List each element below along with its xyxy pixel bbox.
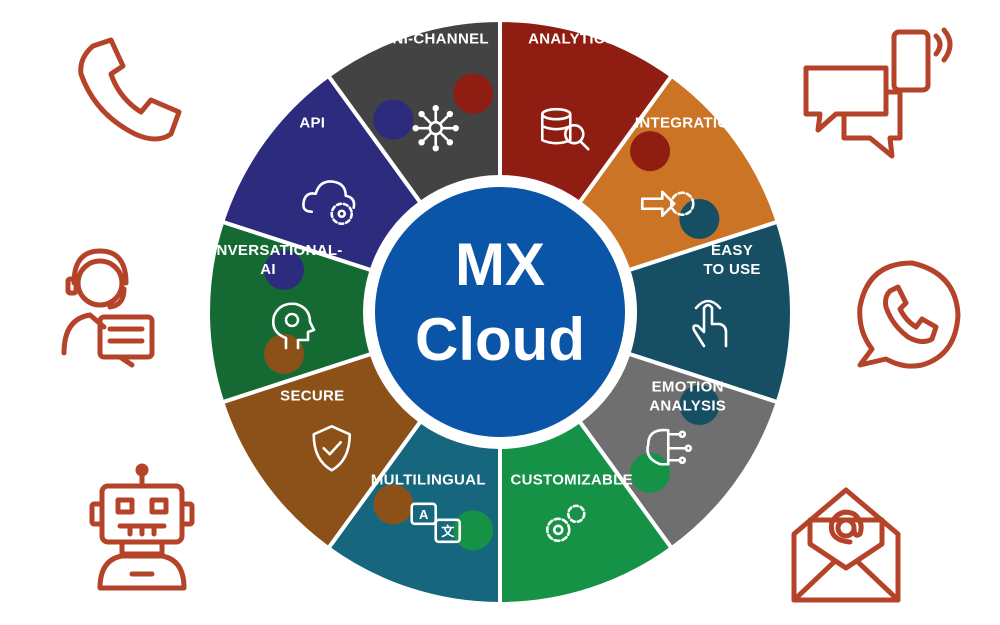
puzzle-knob xyxy=(453,510,494,551)
svg-text:文: 文 xyxy=(441,524,455,539)
whatsapp-icon xyxy=(857,260,961,369)
center-circle: MX Cloud xyxy=(368,180,632,444)
segment-label-customizable: CUSTOMIZABLE xyxy=(510,472,633,489)
segment-label-conversational-ai: CONVERSATIONAL-AI xyxy=(193,242,342,278)
puzzle-knob xyxy=(630,131,671,172)
segment-wheel xyxy=(206,17,794,607)
brain-circuit-icon xyxy=(646,428,693,466)
agent-headset-icon xyxy=(61,248,155,368)
segment-label-multilingual: MULTILINGUAL xyxy=(371,472,486,489)
gears-icon xyxy=(545,504,586,543)
center-title-line2: Cloud xyxy=(415,306,585,373)
segment-label-integration: INTEGRATION xyxy=(635,115,741,132)
network-hub-icon xyxy=(412,104,459,152)
robot-icon xyxy=(89,463,195,591)
segment-label-analytics: ANALYTICS xyxy=(528,30,615,47)
arrow-gear-icon xyxy=(640,190,695,218)
puzzle-knob xyxy=(453,73,494,114)
shield-check-icon xyxy=(312,424,352,472)
puzzle-knob xyxy=(373,484,414,525)
segment-icons: A文 xyxy=(271,104,728,544)
puzzle-knob xyxy=(264,250,305,291)
head-gears-icon xyxy=(271,302,316,350)
segment-label-secure: SECURE xyxy=(280,387,344,404)
database-search-icon xyxy=(540,107,590,151)
email-icon xyxy=(791,487,901,603)
puzzle-knob xyxy=(679,199,720,240)
touch-hand-icon xyxy=(692,299,728,348)
phone-icon xyxy=(78,37,182,142)
chat-mobile-icon xyxy=(803,27,953,159)
segment-label-omni-channel: OMNI-CHANNEL xyxy=(368,30,489,47)
puzzle-knob xyxy=(373,99,414,140)
translate-icon: A文 xyxy=(410,502,462,544)
segment-omni-channel xyxy=(325,17,502,206)
svg-text:A: A xyxy=(419,507,429,522)
segment-label-api: API xyxy=(299,115,325,132)
puzzle-knob xyxy=(679,384,720,425)
center-title-line1: MX xyxy=(455,231,545,298)
cloud-gear-icon xyxy=(302,180,356,226)
center-disk xyxy=(375,187,625,437)
puzzle-knob xyxy=(264,333,305,374)
